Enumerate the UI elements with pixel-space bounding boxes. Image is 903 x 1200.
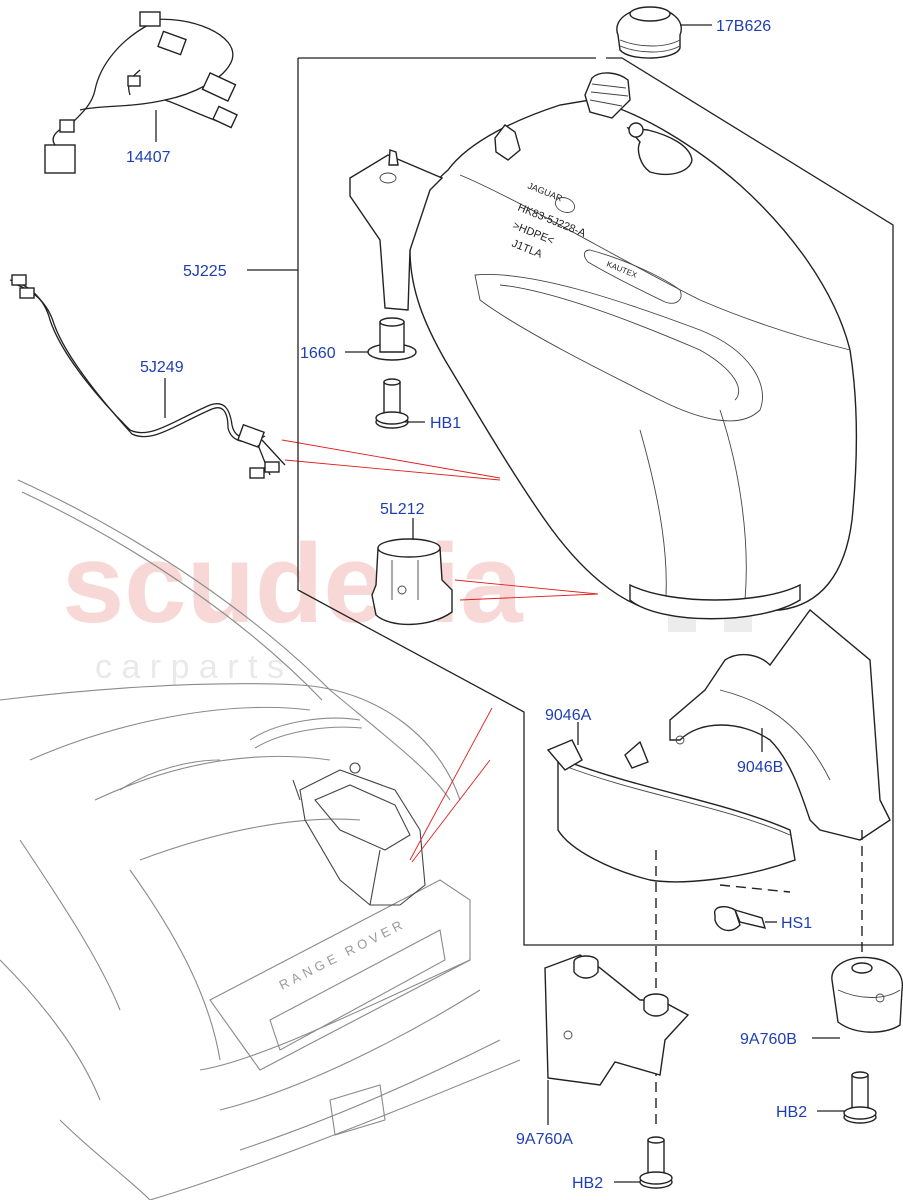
label-leaders bbox=[155, 24, 845, 1183]
bolt-hb1-part bbox=[375, 378, 409, 429]
land-rover-logo-icon bbox=[554, 197, 576, 213]
harness-14407-part bbox=[44, 11, 238, 174]
label-bracket-right: 9A760B bbox=[740, 1031, 797, 1048]
watermark-subtitle: c a r p a r t s bbox=[95, 648, 284, 686]
label-bracket-left: 9A760A bbox=[516, 1131, 573, 1148]
label-harness2: 5J249 bbox=[140, 359, 184, 376]
harness-5j249-part bbox=[9, 274, 286, 479]
label-screw: HS1 bbox=[781, 915, 812, 932]
alignment-lines bbox=[655, 830, 863, 1130]
label-cap: 17B626 bbox=[716, 18, 771, 35]
filler-cap-part bbox=[616, 6, 682, 59]
label-bolt-right: HB2 bbox=[776, 1104, 807, 1121]
tank-mount-bracket bbox=[349, 149, 444, 311]
strap-9046b-part bbox=[669, 608, 891, 841]
label-harness: 14407 bbox=[126, 149, 171, 166]
label-assembly: 5J225 bbox=[183, 263, 227, 280]
part-labels: 17B626 14407 5J225 5J249 1660 HB1 5L212 … bbox=[126, 18, 812, 1192]
bolt-hb2-right-part bbox=[843, 1071, 877, 1124]
label-bolt-left: HB2 bbox=[572, 1175, 603, 1192]
screw-hs1-part bbox=[714, 884, 791, 932]
red-leader-lines bbox=[281, 439, 599, 863]
assembly-bracket-outline bbox=[247, 57, 894, 946]
label-bolt-top: HB1 bbox=[430, 415, 461, 432]
bracket-9a760a-part bbox=[544, 954, 690, 1086]
fuel-tank: JAGUAR HK83-5J228-A >HDPE< J1TLA KAUTEX bbox=[409, 72, 857, 620]
label-grommet: 1660 bbox=[300, 345, 336, 362]
label-pump: 5L212 bbox=[380, 501, 425, 518]
strap-9046a-part bbox=[546, 739, 796, 883]
grommet-part bbox=[367, 317, 417, 361]
bolt-hb2-left-part bbox=[639, 1136, 673, 1189]
label-strap-left: 9046A bbox=[545, 707, 592, 724]
watermark-brand: scuderia bbox=[62, 521, 523, 646]
label-strap-right: 9046B bbox=[737, 759, 783, 776]
bracket-9a760b-part bbox=[831, 956, 903, 1033]
pump-part bbox=[371, 538, 453, 626]
